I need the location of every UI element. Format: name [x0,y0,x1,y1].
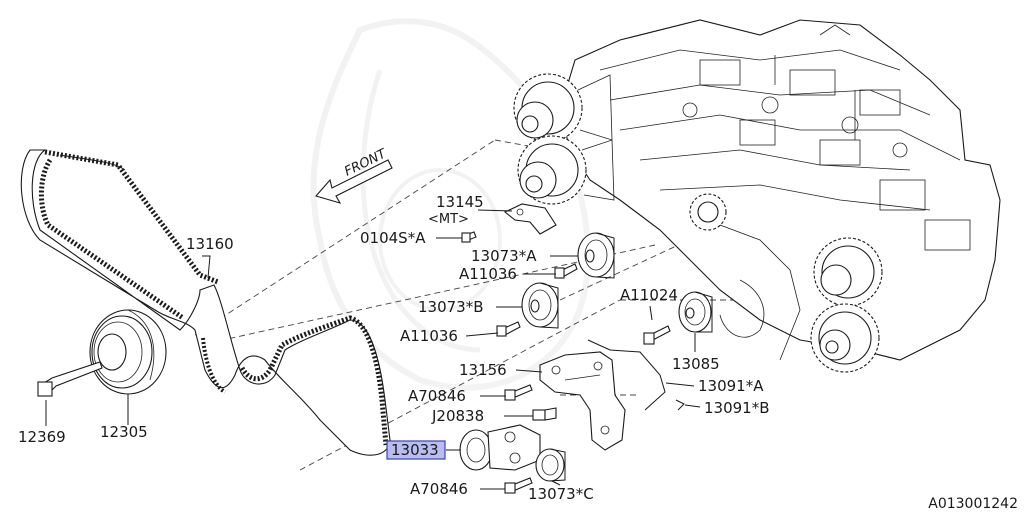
label-13073-B: 13073*B [418,298,484,316]
crank-sprocket-right [810,303,880,373]
idler-13073-C [535,448,566,482]
leader-lines [45,209,701,490]
label-13160: 13160 [186,235,234,253]
idler-13073-A [577,232,615,279]
watermark-logo [310,18,592,391]
cam-sprocket-upper [513,73,613,143]
label-A11036-upper: A11036 [459,265,517,283]
label-A11036-lower: A11036 [400,327,458,345]
label-J20838: J20838 [431,407,484,425]
clip-13091-B [675,399,685,411]
cover-13145 [503,203,557,235]
label-12369: 12369 [18,428,66,446]
diagram-id: A013001242 [928,496,1018,512]
label-13073-C: 13073*C [528,485,594,503]
label-13091-B: 13091*B [704,399,770,417]
label-0104S-A: 0104S*A [360,229,426,247]
bolt-A70846-upper [504,384,533,401]
bolt-A11036-upper [554,263,578,279]
crank-pulley [89,309,167,395]
crank-bolt [37,361,103,397]
bolt-J20838 [532,407,557,421]
idler-13085 [678,291,713,333]
label-13145-mt: <MT> [428,212,469,227]
label-13073-A: 13073*A [471,247,537,265]
label-A70846-upper: A70846 [408,387,466,405]
front-arrow: FRONT [315,146,393,204]
idler-13073-B [521,282,559,329]
label-13145: 13145 [436,193,484,211]
cam-sprocket-right [813,237,883,307]
tensioner-13033 [459,424,541,471]
bolt-0104S-A [461,231,477,243]
water-pump-sprocket [689,193,801,361]
timing-belt [20,149,391,456]
label-A11024: A11024 [620,286,678,304]
highlight-13033 [386,440,446,460]
label-A70846-lower: A70846 [410,480,468,498]
part-labels: 13145 <MT> 0104S*A 13160 13073*A A11036 … [18,193,770,503]
rod-13091-A [587,339,666,411]
bolt-A70846-lower [504,477,533,494]
label-13156: 13156 [459,361,507,379]
tensioner-bracket [539,351,626,451]
engine-block [559,19,1001,361]
bolt-A11024 [643,325,671,345]
label-12305: 12305 [100,423,148,441]
label-13091-A: 13091*A [698,377,764,395]
cam-sprocket-lower [517,135,615,205]
bolt-A11036-lower [496,321,521,337]
label-13033[interactable]: 13033 [391,441,439,459]
label-13085: 13085 [672,355,720,373]
